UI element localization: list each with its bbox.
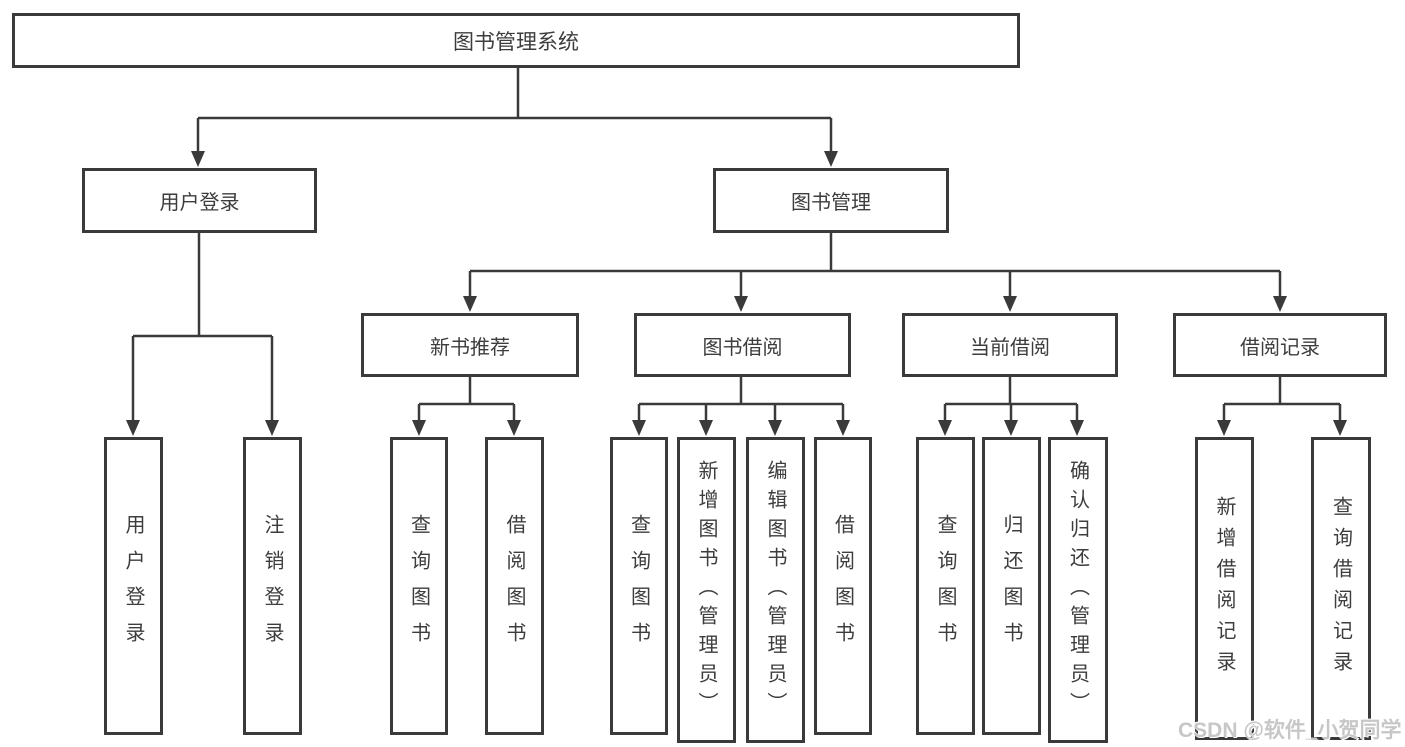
- connector-current-borrowing-to-leaves: [938, 377, 1084, 436]
- connector-user-login-to-leaves: [126, 233, 279, 436]
- node-current-borrowing: 当前借阅: [902, 313, 1118, 377]
- csdn-watermark: CSDN @软件_小贺同学: [1178, 719, 1402, 742]
- leaf-query-books-borrowing: 查询图书: [610, 437, 668, 735]
- connector-root-to-level2: [191, 68, 838, 167]
- connector-book-borrowing-to-leaves: [632, 377, 850, 436]
- leaf-add-books-admin: 新增图书︵管理员︶: [677, 437, 736, 743]
- leaf-borrow-books-recommendation: 借阅图书: [485, 437, 544, 735]
- leaf-return-books: 归还图书: [982, 437, 1041, 735]
- node-library-management-system: 图书管理系统: [12, 13, 1020, 68]
- node-user-login: 用户登录: [82, 168, 317, 233]
- leaf-user-login: 用户登录: [104, 437, 163, 735]
- leaf-query-books-current: 查询图书: [916, 437, 975, 735]
- leaf-query-books-recommendation: 查询图书: [390, 437, 448, 735]
- connector-new-book-recommendation-to-leaves: [412, 377, 521, 436]
- leaf-borrow-books-borrowing: 借阅图书: [814, 437, 872, 735]
- leaf-confirm-return-admin: 确认归还︵管理员︶: [1048, 437, 1108, 743]
- leaf-edit-books-admin: 编辑图书︵管理员︶: [746, 437, 805, 743]
- leaf-logout: 注销登录: [243, 437, 302, 735]
- leaf-add-borrowing-record: 新增借阅记录: [1195, 437, 1254, 740]
- connector-borrowing-records-to-leaves: [1217, 377, 1347, 436]
- node-book-management: 图书管理: [713, 168, 949, 233]
- node-book-borrowing: 图书借阅: [634, 313, 851, 377]
- node-new-book-recommendation: 新书推荐: [361, 313, 579, 377]
- leaf-query-borrowing-record: 查询借阅记录: [1311, 437, 1371, 740]
- connector-book-management-to-level3: [463, 233, 1287, 312]
- node-borrowing-records: 借阅记录: [1173, 313, 1387, 377]
